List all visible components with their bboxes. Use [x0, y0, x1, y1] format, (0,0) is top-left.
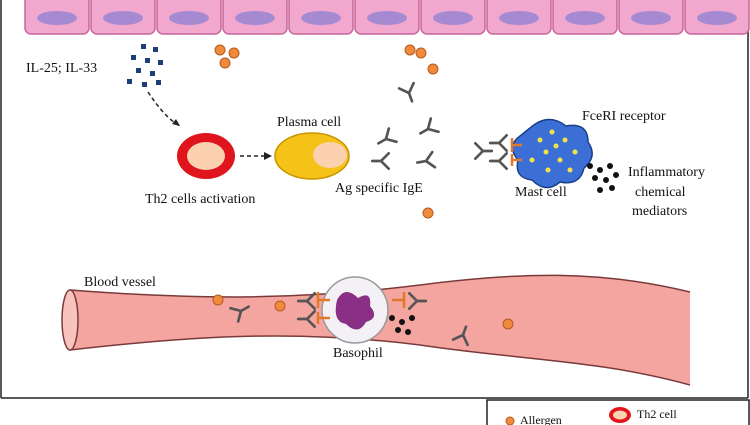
label-fceri-receptor: FceRI receptor: [582, 109, 666, 124]
th2-cell: [177, 133, 235, 179]
label-inflammatory: Inflammatory: [628, 165, 705, 180]
cytokine-il25-il33: [127, 44, 163, 87]
label-th2-activation: Th2 cells activation: [145, 192, 255, 207]
legend-allergen: Allergen: [520, 413, 562, 425]
mast-cell: [473, 118, 619, 193]
label-blood-vessel: Blood vessel: [84, 275, 156, 290]
epithelial-nucleus: [301, 11, 341, 25]
label-mediators: mediators: [632, 204, 687, 219]
basophil: [296, 276, 428, 344]
epithelial-nucleus: [37, 11, 77, 25]
label-plasma-cell: Plasma cell: [277, 115, 341, 130]
epithelial-nucleus: [169, 11, 209, 25]
label-il25-il33: IL-25; IL-33: [26, 61, 97, 76]
allergen-cluster: [214, 44, 439, 219]
label-chemical: chemical: [635, 185, 686, 200]
label-mast-cell: Mast cell: [515, 185, 567, 200]
label-basophil: Basophil: [333, 346, 383, 361]
epithelial-nucleus: [631, 11, 671, 25]
label-ag-specific-ige: Ag specific IgE: [335, 181, 423, 196]
epithelial-nucleus: [235, 11, 275, 25]
epithelial-nucleus: [433, 11, 473, 25]
epithelial-nucleus: [697, 11, 737, 25]
epithelial-nucleus: [565, 11, 605, 25]
legend-th2-cell: Th2 cell: [637, 407, 677, 421]
plasma-cell: [274, 132, 350, 180]
epithelial-nucleus: [103, 11, 143, 25]
epithelial-layer: [24, 0, 750, 35]
legend: Allergen Th2 cell: [486, 399, 750, 425]
epithelial-nucleus: [367, 11, 407, 25]
ige-antibodies: [370, 81, 440, 172]
vessel-allergens: [212, 294, 514, 330]
epithelial-nucleus: [499, 11, 539, 25]
